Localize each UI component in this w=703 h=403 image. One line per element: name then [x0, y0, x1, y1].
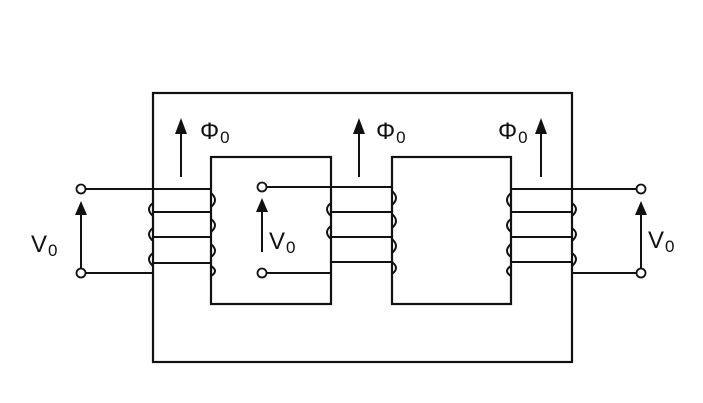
flux-right-arrow-icon	[535, 118, 547, 134]
flux-left-label: Φ0	[200, 118, 230, 147]
right-terminal-top[interactable]	[635, 183, 647, 195]
flux-right-label: Φ0	[498, 118, 528, 147]
flux-right: Φ0	[498, 118, 547, 177]
flux-middle-label: Φ0	[376, 118, 406, 147]
right-terminal-bottom[interactable]	[635, 267, 647, 279]
middle-winding: V0	[256, 181, 397, 279]
left-terminal-bottom[interactable]	[75, 267, 87, 279]
middle-terminal-bottom[interactable]	[256, 267, 268, 279]
voltage-middle-label: V0	[269, 228, 295, 257]
flux-left-arrow-icon	[175, 118, 187, 134]
voltage-left-label: V0	[31, 231, 57, 260]
core-window-left	[209, 155, 333, 306]
core-window-right	[390, 155, 513, 306]
left-terminal-top[interactable]	[75, 183, 87, 195]
left-winding: V0	[31, 183, 216, 279]
flux-left: Φ0	[175, 118, 230, 177]
right-winding: V0	[506, 183, 674, 279]
middle-terminal-top[interactable]	[256, 181, 268, 193]
flux-middle: Φ0	[353, 118, 406, 177]
flux-middle-arrow-icon	[353, 118, 365, 134]
voltage-right-label: V0	[648, 227, 674, 256]
